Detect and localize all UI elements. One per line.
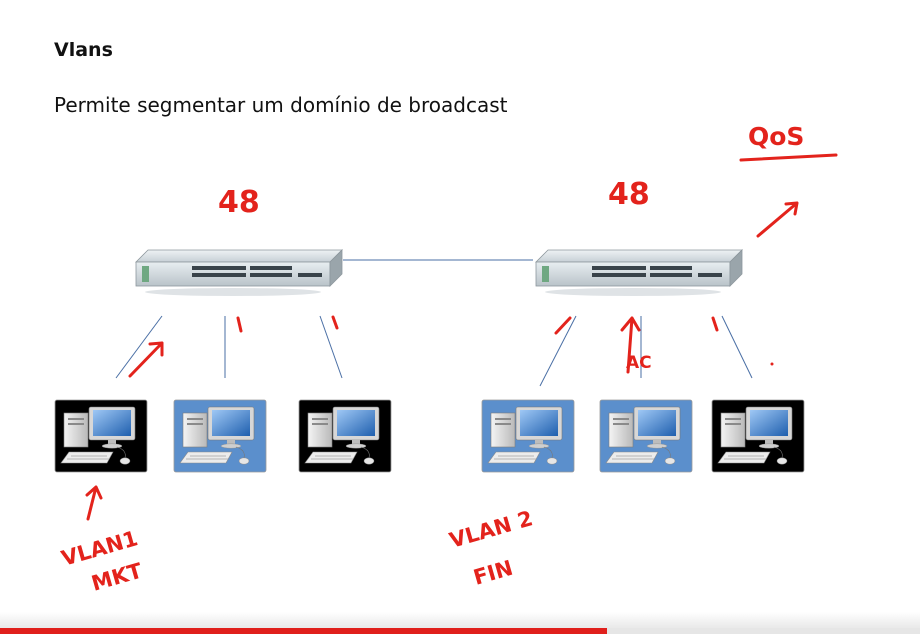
computer-left-1: [54, 399, 148, 473]
slide-subtitle: Permite segmentar um domínio de broadcas…: [54, 93, 508, 117]
ac-mark: AC: [626, 353, 652, 373]
port-count-right: 48: [608, 177, 650, 212]
switch-left: [135, 249, 343, 297]
slide-title: Vlans: [54, 39, 113, 61]
switch-right: [535, 249, 743, 297]
qos-label: QoS: [748, 122, 804, 151]
arrow-right-link: [620, 316, 641, 374]
port-tick: [236, 316, 243, 333]
access-link: [721, 315, 753, 379]
vlan2-label: VLAN 2: [447, 506, 536, 553]
port-count-left: 48: [218, 185, 260, 220]
port-tick: [711, 316, 719, 332]
arrow-vlan1: [85, 485, 103, 521]
arrow-left-link: [128, 341, 164, 378]
computer-left-3: [298, 399, 392, 473]
computer-right-3: [711, 399, 805, 473]
computer-right-1: [481, 399, 575, 473]
vlan2-dept: FIN: [471, 556, 516, 590]
access-link: [319, 315, 343, 379]
qos-arrow: [756, 201, 799, 238]
access-link: [539, 315, 577, 387]
video-progress-fill: [0, 628, 608, 634]
slide-footer-shadow: [0, 612, 920, 628]
vlan1-dept: MKT: [89, 558, 146, 595]
computer-right-2: [599, 399, 693, 473]
video-progress-bar[interactable]: [0, 628, 920, 634]
port-tick: [554, 316, 572, 335]
qos-underline: [739, 153, 838, 162]
port-tick: [331, 315, 339, 330]
computer-left-2: [173, 399, 267, 473]
access-link: [115, 315, 163, 379]
